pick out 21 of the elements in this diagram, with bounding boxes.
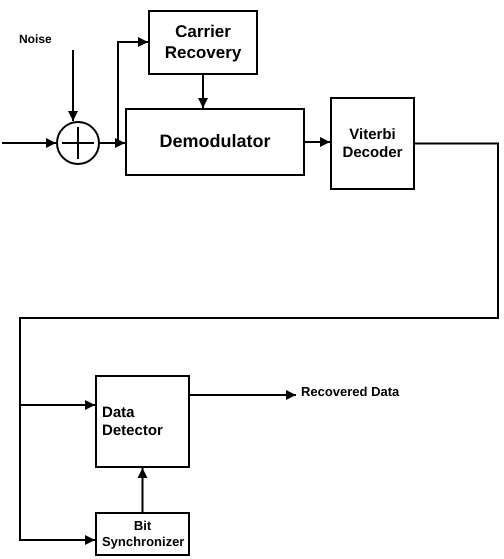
block-box [125, 108, 305, 176]
arrow [138, 468, 148, 512]
arrow [198, 75, 208, 108]
arrow [68, 50, 78, 121]
signal-label: Noise [19, 32, 53, 46]
block-label: Viterbi Decoder [341, 126, 404, 162]
block-label: Data Detector [102, 404, 164, 440]
block-box [95, 512, 190, 556]
block-label: Bit Synchronizer [102, 518, 183, 550]
arrow [190, 390, 296, 400]
block-box [148, 10, 258, 75]
block-label: Demodulator [158, 131, 272, 153]
block-label: Carrier Recovery [164, 22, 242, 63]
arrow [100, 138, 125, 148]
block-box [95, 375, 190, 468]
block-box [330, 97, 415, 190]
arrow [305, 137, 330, 147]
signal-label: Recovered Data [301, 384, 400, 400]
summing-junction [56, 121, 100, 165]
arrow [19, 142, 499, 545]
arrow [2, 138, 56, 148]
